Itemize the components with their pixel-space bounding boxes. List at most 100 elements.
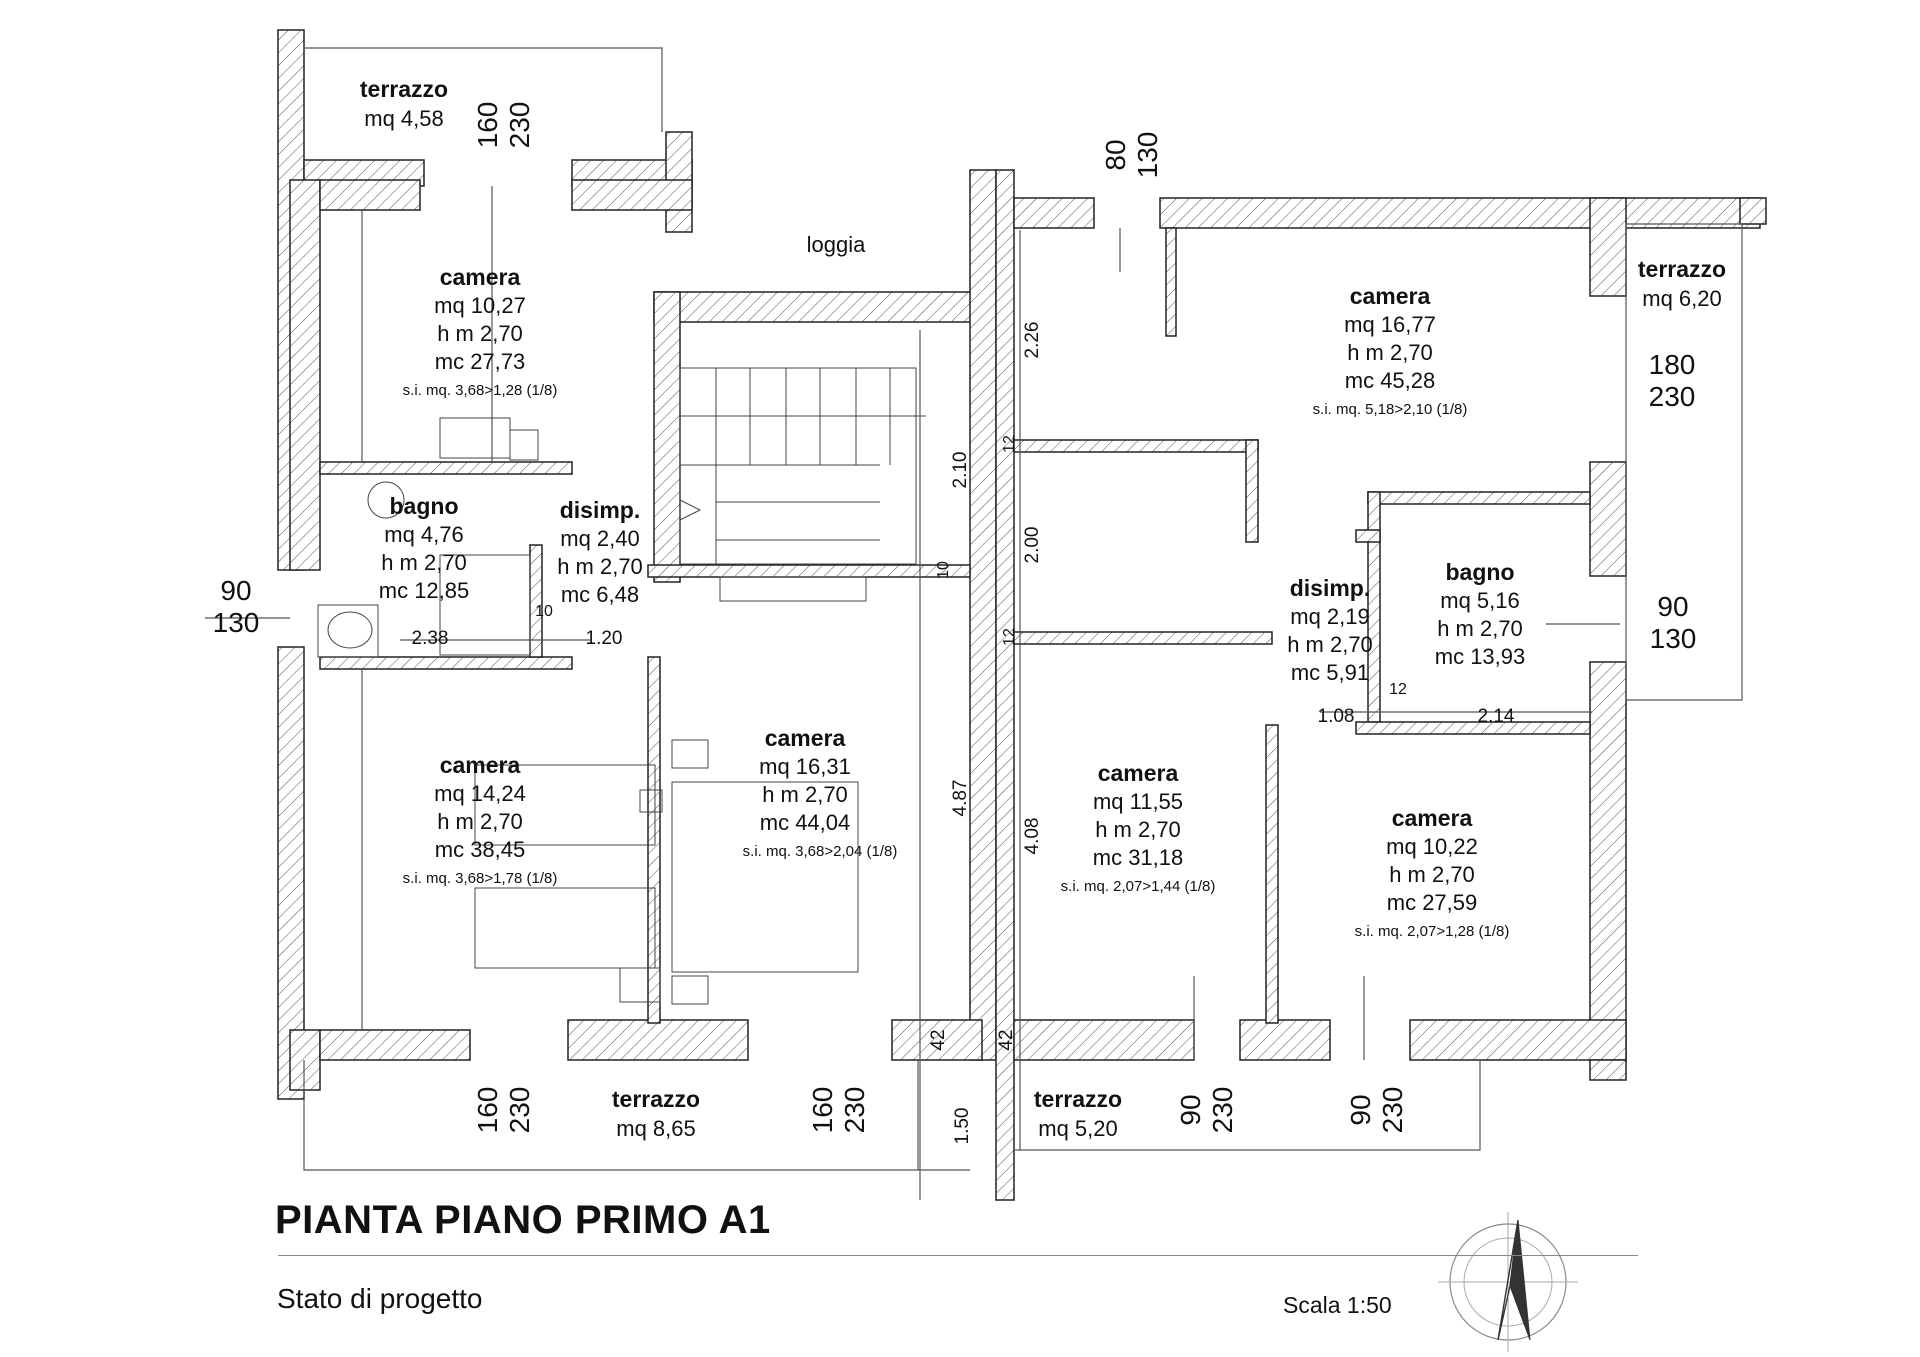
room-camera-nw: camera mq 10,27 h m 2,70 mc 27,73 s.i. m… (403, 264, 558, 399)
svg-text:230: 230 (504, 102, 535, 149)
opening-s4: 90 230 (1345, 1087, 1408, 1134)
svg-text:2.00: 2.00 (1022, 527, 1043, 564)
svg-text:s.i. mq. 2,07>1,28 (1/8): s.i. mq. 2,07>1,28 (1/8) (1355, 923, 1510, 940)
svg-text:230: 230 (839, 1087, 870, 1134)
north-arrow-icon (1438, 1212, 1578, 1352)
svg-text:s.i. mq. 2,07>1,44 (1/8): s.i. mq. 2,07>1,44 (1/8) (1061, 878, 1216, 895)
svg-text:mc 12,85: mc 12,85 (379, 578, 470, 603)
shower (439, 554, 531, 656)
wall (969, 169, 997, 1061)
room-bagno-e: bagno mq 5,16 h m 2,70 mc 13,93 (1435, 559, 1526, 669)
wall (647, 656, 661, 1024)
svg-text:230: 230 (1207, 1087, 1238, 1134)
svg-text:mc 27,73: mc 27,73 (435, 349, 526, 374)
svg-text:42: 42 (996, 1029, 1017, 1050)
opening-s1: 160 230 (472, 1087, 535, 1134)
wall (1013, 439, 1259, 453)
wall (1589, 461, 1627, 577)
svg-text:camera: camera (765, 725, 846, 751)
svg-text:4.08: 4.08 (1022, 818, 1043, 855)
opening-n: 80 130 (1100, 132, 1163, 179)
svg-text:mq 2,40: mq 2,40 (560, 526, 640, 551)
svg-text:terrazzo: terrazzo (612, 1086, 700, 1112)
wall (1409, 1019, 1627, 1061)
wall (277, 646, 305, 1100)
wall (1355, 529, 1381, 543)
svg-text:h m 2,70: h m 2,70 (1095, 817, 1181, 842)
svg-text:mq 4,58: mq 4,58 (364, 106, 444, 131)
svg-text:mc 6,48: mc 6,48 (561, 582, 639, 607)
svg-text:mc 13,93: mc 13,93 (1435, 644, 1526, 669)
svg-text:h m 2,70: h m 2,70 (1287, 632, 1373, 657)
svg-text:mc 31,18: mc 31,18 (1093, 845, 1184, 870)
svg-text:bagno: bagno (1446, 559, 1515, 585)
svg-text:mc 38,45: mc 38,45 (435, 837, 526, 862)
bed (474, 764, 656, 846)
room-terrazzo-nw: terrazzo mq 4,58 (360, 76, 448, 131)
wall (289, 179, 321, 571)
svg-text:mq 16,77: mq 16,77 (1344, 312, 1436, 337)
svg-text:mq 11,55: mq 11,55 (1093, 789, 1183, 814)
opening-s3: 90 230 (1175, 1087, 1238, 1134)
plan-subtitle: Stato di progetto (277, 1283, 483, 1314)
svg-text:h m 2,70: h m 2,70 (381, 550, 467, 575)
wall (1013, 1019, 1195, 1061)
svg-text:mc 44,04: mc 44,04 (760, 810, 851, 835)
svg-text:1.50: 1.50 (952, 1108, 973, 1145)
svg-text:bagno: bagno (390, 493, 459, 519)
toilet (327, 611, 373, 649)
room-camera-sc: camera mq 16,31 h m 2,70 mc 44,04 s.i. m… (743, 725, 898, 860)
title-divider (278, 1255, 1638, 1256)
svg-text:160: 160 (472, 102, 503, 149)
svg-text:terrazzo: terrazzo (1034, 1086, 1122, 1112)
wall (653, 291, 985, 323)
svg-text:disimp.: disimp. (560, 497, 641, 523)
wall (1239, 1019, 1331, 1061)
wall (1589, 1059, 1627, 1081)
svg-text:h m 2,70: h m 2,70 (437, 809, 523, 834)
scale-label: Scala 1:50 (1283, 1292, 1392, 1318)
wall (567, 1019, 749, 1061)
wall (1013, 631, 1273, 645)
svg-text:mq 14,24: mq 14,24 (434, 781, 526, 806)
svg-text:230: 230 (1649, 381, 1696, 412)
wall (1245, 439, 1259, 543)
opening-bagno-e: 90 130 (1650, 591, 1697, 654)
svg-text:camera: camera (440, 752, 521, 778)
svg-text:2.26: 2.26 (1022, 322, 1043, 359)
terrace-outlines (303, 47, 1743, 1171)
svg-text:80: 80 (1100, 139, 1131, 170)
svg-text:mq 16,31: mq 16,31 (759, 754, 851, 779)
room-disimp-w: disimp. mq 2,40 h m 2,70 mc 6,48 (557, 497, 643, 607)
room-camera-se: camera mq 10,22 h m 2,70 mc 27,59 s.i. m… (1355, 805, 1510, 940)
wall (891, 1019, 983, 1061)
double-bed (671, 781, 859, 973)
svg-text:mq 5,16: mq 5,16 (1440, 588, 1520, 613)
desk (439, 417, 511, 459)
svg-text:loggia: loggia (807, 232, 866, 257)
svg-text:s.i. mq. 3,68>1,28 (1/8): s.i. mq. 3,68>1,28 (1/8) (403, 382, 558, 399)
svg-text:4.87: 4.87 (950, 780, 971, 817)
wall (319, 656, 573, 670)
wall (319, 1029, 471, 1061)
wall (1589, 197, 1627, 297)
svg-text:mq 6,20: mq 6,20 (1642, 286, 1722, 311)
room-terrazzo-s: terrazzo mq 8,65 (612, 1086, 700, 1141)
wall (653, 291, 681, 583)
svg-text:42: 42 (928, 1029, 949, 1050)
room-labels: terrazzo mq 4,58 loggia camera mq 10,27 … (360, 76, 1726, 1141)
room-bagno-w: bagno mq 4,76 h m 2,70 mc 12,85 (379, 493, 470, 603)
wall (1355, 721, 1591, 735)
wall (1159, 197, 1761, 229)
svg-text:mq 10,27: mq 10,27 (434, 293, 526, 318)
dimension-lines (205, 230, 1620, 1200)
furniture (317, 417, 859, 1005)
svg-text:terrazzo: terrazzo (1638, 256, 1726, 282)
bed (474, 887, 656, 969)
wall (1165, 227, 1177, 337)
svg-text:camera: camera (1392, 805, 1473, 831)
room-terrazzo-se: terrazzo mq 5,20 (1034, 1086, 1122, 1141)
svg-text:12: 12 (1389, 681, 1407, 698)
svg-text:160: 160 (472, 1087, 503, 1134)
